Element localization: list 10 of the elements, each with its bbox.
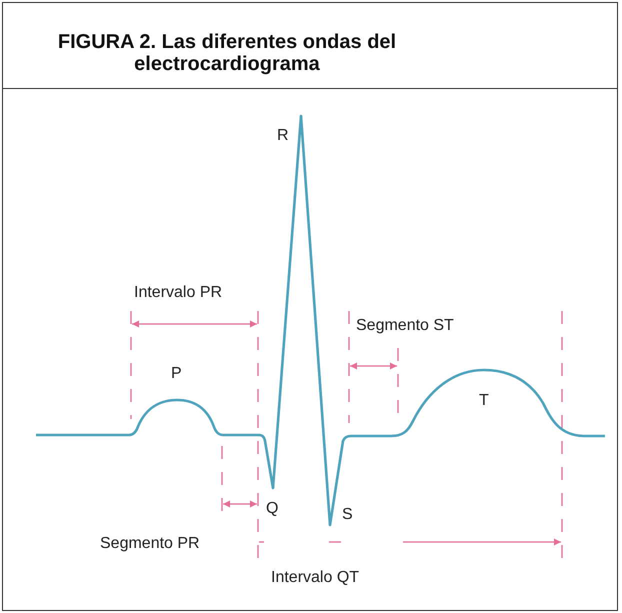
- wave-label: P: [171, 365, 182, 383]
- segment-label: Segmento ST: [356, 317, 454, 335]
- wave-label: R: [277, 127, 289, 145]
- figure-title: FIGURA 2. Las diferentes ondas del electrocardiograma: [56, 31, 398, 75]
- segment-label: Segmento PR: [100, 535, 200, 553]
- interval-label: Intervalo QT: [271, 569, 360, 587]
- wave-label: S: [342, 506, 353, 524]
- wave-label: Q: [266, 500, 278, 518]
- interval-label: Intervalo PR: [134, 284, 222, 302]
- wave-label: T: [479, 392, 489, 410]
